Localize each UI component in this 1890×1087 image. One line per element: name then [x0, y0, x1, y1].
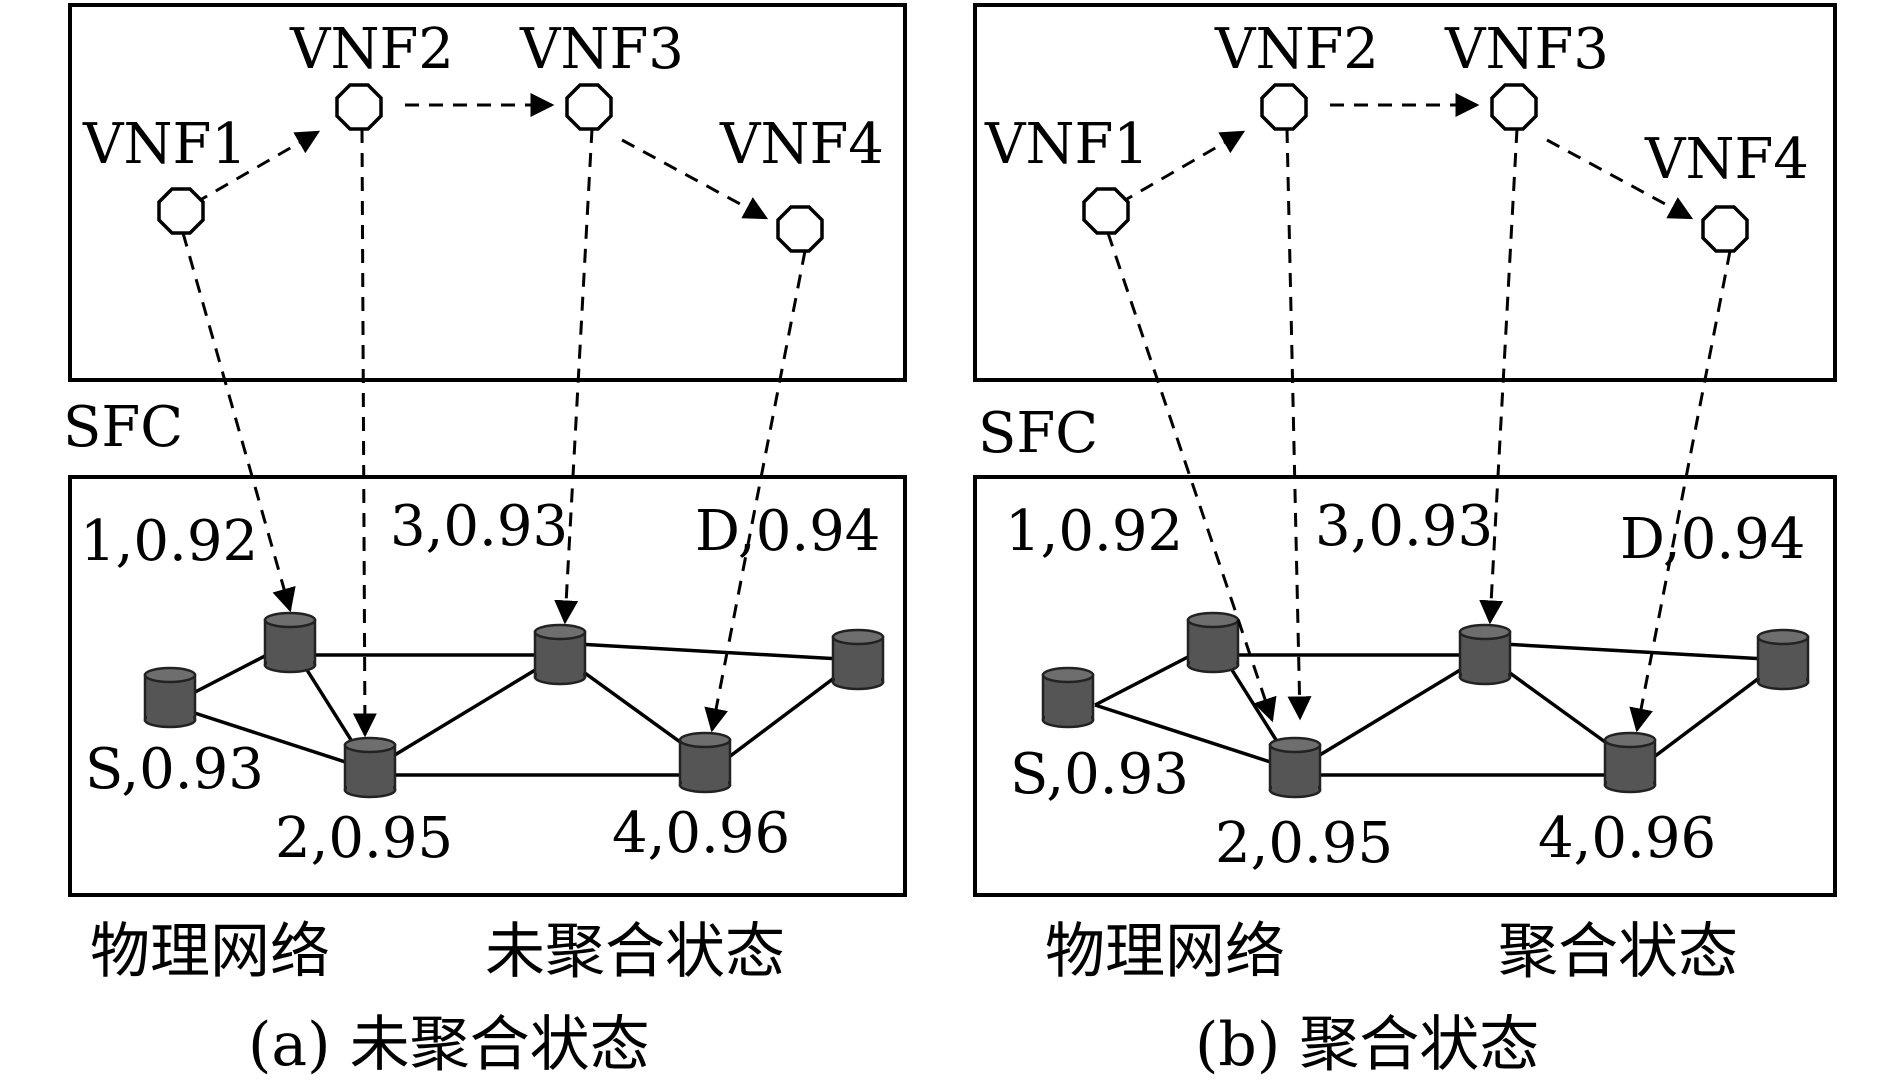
vnf-node-3 [565, 83, 613, 131]
panel-a: VNF1 VNF2 VNF3 VNF4 SFC 1,0.92 3,0.93 D,… [63, 3, 907, 1080]
node-label: 3,0.93 [1315, 494, 1493, 559]
server-node-2 [1268, 736, 1322, 799]
sfc-label: SFC [63, 395, 183, 460]
server-node-s [143, 666, 197, 729]
vnf-label: VNF2 [1214, 17, 1379, 82]
vnf-label: VNF4 [1644, 127, 1809, 192]
node-label: 3,0.93 [390, 494, 568, 559]
node-label: 1,0.92 [1005, 499, 1183, 564]
physical-network-label: 物理网络 [90, 917, 330, 987]
vnf-node-1 [157, 187, 205, 235]
node-label: D,0.94 [695, 499, 880, 564]
node-label: 2,0.95 [275, 806, 453, 871]
server-node-d [1756, 628, 1810, 691]
vnf-label: VNF1 [82, 112, 247, 177]
server-node-4 [1603, 731, 1657, 794]
vnf-label: VNF2 [289, 17, 454, 82]
mapping-arrows [181, 128, 807, 738]
vnf-node-4 [776, 205, 824, 253]
sfc-box [68, 3, 907, 382]
sfc-label: SFC [978, 401, 1098, 466]
vnf-node-2 [335, 83, 383, 131]
mapping-arrow [1285, 128, 1312, 721]
link [369, 653, 561, 772]
vnf-label: VNF3 [519, 17, 684, 82]
server-node-2 [343, 736, 397, 799]
server-node-d [831, 628, 885, 691]
chain-arrow [621, 138, 769, 220]
state-label: 未聚合状态 [485, 917, 785, 987]
vnf-label: VNF3 [1444, 17, 1609, 82]
node-label: 4,0.96 [612, 801, 790, 866]
link [169, 703, 371, 772]
mapping-arrow [1106, 232, 1277, 723]
vnf-label: VNF4 [719, 112, 884, 177]
server-node-1 [263, 611, 317, 674]
server-node-s [1041, 666, 1095, 729]
panel-b: VNF1 VNF2 VNF3 VNF4 SFC 1,0.92 3,0.93 D,… [973, 3, 1837, 1080]
node-label: S,0.93 [85, 737, 264, 802]
node-label: 4,0.96 [1538, 806, 1716, 871]
link [1484, 641, 1784, 662]
node-label: D,0.94 [1620, 507, 1805, 572]
link [1294, 653, 1486, 772]
node-label: 2,0.95 [1215, 811, 1393, 876]
vnf-node-1 [1082, 187, 1130, 235]
vnf-node-3 [1490, 83, 1538, 131]
server-node-4 [678, 731, 732, 794]
physical-network-box [973, 475, 1837, 897]
server-node-3 [1458, 623, 1512, 686]
caption: (a) 未聚合状态 [248, 1010, 650, 1080]
caption: (b) 聚合状态 [1195, 1010, 1539, 1080]
mapping-arrows [1106, 128, 1732, 733]
node-label: 1,0.92 [80, 509, 258, 574]
physical-network-label: 物理网络 [1045, 917, 1285, 987]
vnf-node-4 [1701, 205, 1749, 253]
chain-arrow [1546, 138, 1694, 220]
state-label: 聚合状态 [1498, 917, 1738, 987]
link [1094, 703, 1296, 772]
link [559, 641, 859, 662]
sfc-box [973, 3, 1837, 382]
vnf-node-2 [1260, 83, 1308, 131]
mapping-arrow [1479, 128, 1519, 625]
mapping-arrow [181, 232, 296, 613]
vnf-label: VNF1 [984, 112, 1149, 177]
server-node-3 [533, 623, 587, 686]
server-node-1 [1186, 611, 1240, 674]
mapping-arrow [1629, 250, 1732, 733]
sfc-chain-arrows [1119, 93, 1694, 220]
mapping-arrow [554, 128, 594, 625]
physical-network-box [68, 475, 907, 897]
mapping-arrow [704, 250, 807, 733]
mapping-arrow [352, 128, 377, 738]
node-label: S,0.93 [1010, 742, 1189, 807]
sfc-chain-arrows [194, 93, 769, 220]
